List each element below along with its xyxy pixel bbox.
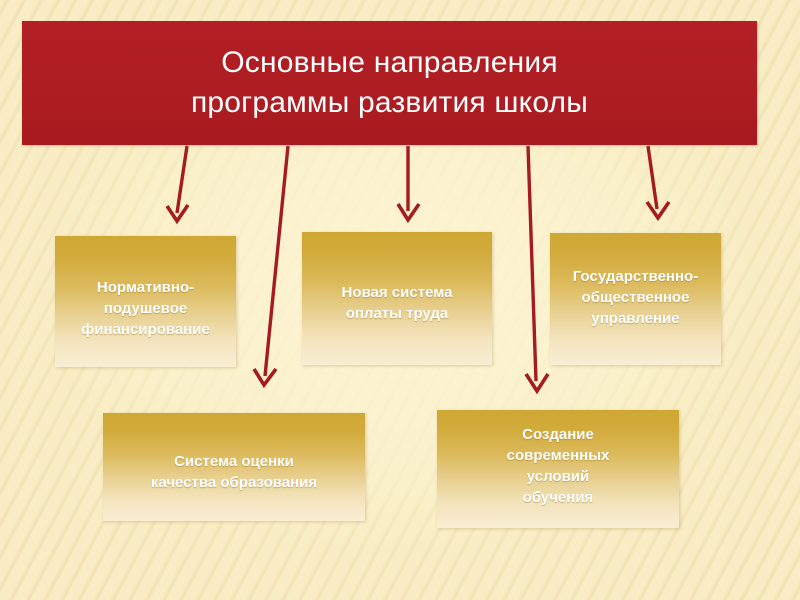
arrow-to-conditions	[524, 145, 550, 395]
box-new-payment-system: Новая система оплаты труда	[302, 232, 492, 365]
arrow-to-payment	[396, 146, 421, 224]
box-normative-funding: Нормативно- подушевое финансирование	[55, 236, 236, 367]
box-modern-learning-conditions-label: Создание современных условий обучения	[506, 426, 610, 506]
box-modern-learning-conditions: Создание современных условий обучения	[437, 410, 679, 528]
arrow-to-governance	[645, 145, 671, 222]
box-education-quality-assessment-label: Система оценки качества образования	[150, 453, 318, 491]
box-public-governance-label: Государственно- общественное управление	[572, 267, 699, 327]
arrow-to-normative	[165, 145, 190, 225]
title-banner: Основные направления программы развития …	[22, 21, 757, 145]
box-public-governance: Государственно- общественное управление	[550, 233, 721, 365]
arrow-to-quality	[252, 145, 290, 389]
box-new-payment-system-label: Новая система оплаты труда	[341, 283, 453, 322]
page-title: Основные направления программы развития …	[190, 46, 589, 119]
box-normative-funding-label: Нормативно- подушевое финансирование	[81, 279, 210, 338]
box-education-quality-assessment: Система оценки качества образования	[103, 413, 365, 521]
